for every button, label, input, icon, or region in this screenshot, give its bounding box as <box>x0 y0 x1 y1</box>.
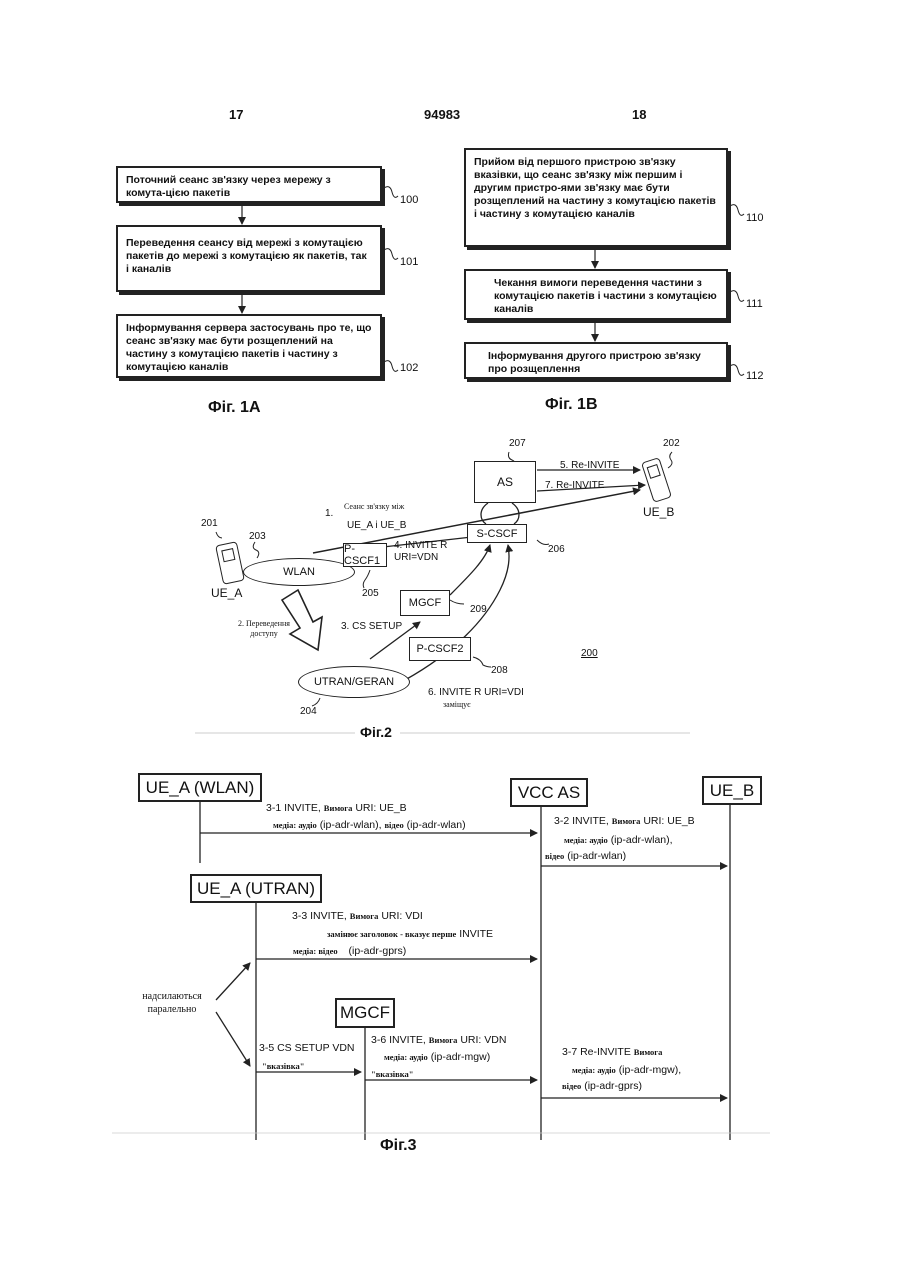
fig1a-step-101: Переведення сеансу від мережі з комутаці… <box>116 225 382 292</box>
entity-mgcf: MGCF <box>335 998 395 1028</box>
parallel-note: надсилаються паралельно <box>132 990 212 1016</box>
entity-ue-a-wlan: UE_A (WLAN) <box>138 773 262 802</box>
ref-207: 207 <box>509 438 526 449</box>
entity-ue-b: UE_B <box>702 776 762 805</box>
ref-201: 201 <box>201 518 218 529</box>
fig1b-step-111: Чекання вимоги переведення частини з ком… <box>464 269 728 320</box>
utran-geran-node: UTRAN/GERAN <box>298 666 410 698</box>
fig1a-ref-102: 102 <box>400 362 418 374</box>
s-cscf-node: S-CSCF <box>467 524 527 543</box>
msg-3-2-line1: 3-2 INVITE, Вимога URI: UE_B <box>554 815 695 828</box>
fig1b-step-110: Прийом від першого пристрою зв'язку вказ… <box>464 148 728 247</box>
msg-3-5-line1: 3-5 CS SETUP VDN <box>259 1042 355 1055</box>
msg-3-2-line2: медіа: аудіо (ip-adr-wlan), <box>564 834 673 847</box>
mgcf-node: MGCF <box>400 590 450 616</box>
entity-vcc-as: VCC AS <box>510 778 588 807</box>
p-cscf2-node: P-CSCF2 <box>409 637 471 661</box>
ref-204: 204 <box>300 706 317 717</box>
fig1a-step-102: Інформування сервера застосувань про те,… <box>116 314 382 378</box>
msg-3-6-line2: медіа: аудіо (ip-adr-mgw) <box>384 1051 490 1064</box>
fig3-caption: Фіг.3 <box>380 1137 417 1155</box>
msg-3-3-line1: 3-3 INVITE, Вимога URI: VDI <box>292 910 423 923</box>
step5-label: 5. Re-INVITE <box>560 460 619 471</box>
msg-3-6-line1: 3-6 INVITE, Вимога URI: VDN <box>371 1034 506 1047</box>
ref-206: 206 <box>548 544 565 555</box>
ref-200: 200 <box>581 648 598 659</box>
p-cscf1-node: P-CSCF1 <box>343 543 387 567</box>
ref-205: 205 <box>362 588 379 599</box>
fig1b-caption: Фіг. 1В <box>545 396 598 414</box>
msg-3-1-line1: 3-1 INVITE, Вимога URI: UE_B <box>266 802 407 815</box>
fig1a-ref-101: 101 <box>400 256 418 268</box>
step4-label: 4. INVITE R URI=VDN <box>394 540 474 564</box>
msg-3-2-line3: відео (ip-adr-wlan) <box>545 850 626 863</box>
fig2-caption: Фіг.2 <box>360 724 392 740</box>
step1-text: Сеанс зв'язку між <box>344 502 404 511</box>
step7-label: 7. Re-INVITE <box>545 480 604 491</box>
fig1b-step-112: Інформування другого пристрою зв'язку пр… <box>464 342 728 379</box>
step1-number: 1. <box>325 508 333 519</box>
fig1a-step-100: Поточний сеанс зв'язку через мережу з ко… <box>116 166 382 203</box>
msg-3-7-line3: відео (ip-adr-gprs) <box>562 1080 642 1093</box>
ref-203: 203 <box>249 531 266 542</box>
ref-202: 202 <box>663 438 680 449</box>
ue-a-label: UE_A <box>211 586 242 600</box>
step6-label: 6. INVITE R URI=VDI <box>428 687 524 698</box>
step2-label: 2. Переведення доступу <box>228 619 300 639</box>
msg-3-5-line2: "вказівка" <box>262 1060 304 1073</box>
as-node: AS <box>474 461 536 503</box>
msg-3-3-line2: замінює заголовок - вказує перше INVITE <box>327 928 493 941</box>
fig1a-ref-100: 100 <box>400 194 418 206</box>
fig1b-ref-111: 111 <box>746 298 763 310</box>
fig1a-caption: Фіг. 1А <box>208 399 261 417</box>
msg-3-1-line2: медіа: аудіо (ip-adr-wlan), відео (ip-ad… <box>273 819 466 832</box>
step3-label: 3. CS SETUP <box>341 621 402 632</box>
msg-3-7-line1: 3-7 Re-INVITE Вимога <box>562 1046 662 1059</box>
entity-ue-a-utran: UE_A (UTRAN) <box>190 874 322 903</box>
ue-b-label: UE_B <box>643 505 674 519</box>
step6-sub-label: заміщує <box>443 700 471 709</box>
ref-209: 209 <box>470 604 487 615</box>
msg-3-7-line2: медіа: аудіо (ip-adr-mgw), <box>572 1064 681 1077</box>
msg-3-6-line3: "вказівка" <box>371 1068 413 1081</box>
fig1b-ref-112: 112 <box>746 370 764 382</box>
ref-208: 208 <box>491 665 508 676</box>
fig1b-ref-110: 110 <box>746 212 764 224</box>
wlan-node: WLAN <box>243 558 355 586</box>
step1-ues: UE_A і UE_B <box>347 520 406 531</box>
msg-3-3-line3: медіа: відео (ip-adr-gprs) <box>293 945 406 958</box>
